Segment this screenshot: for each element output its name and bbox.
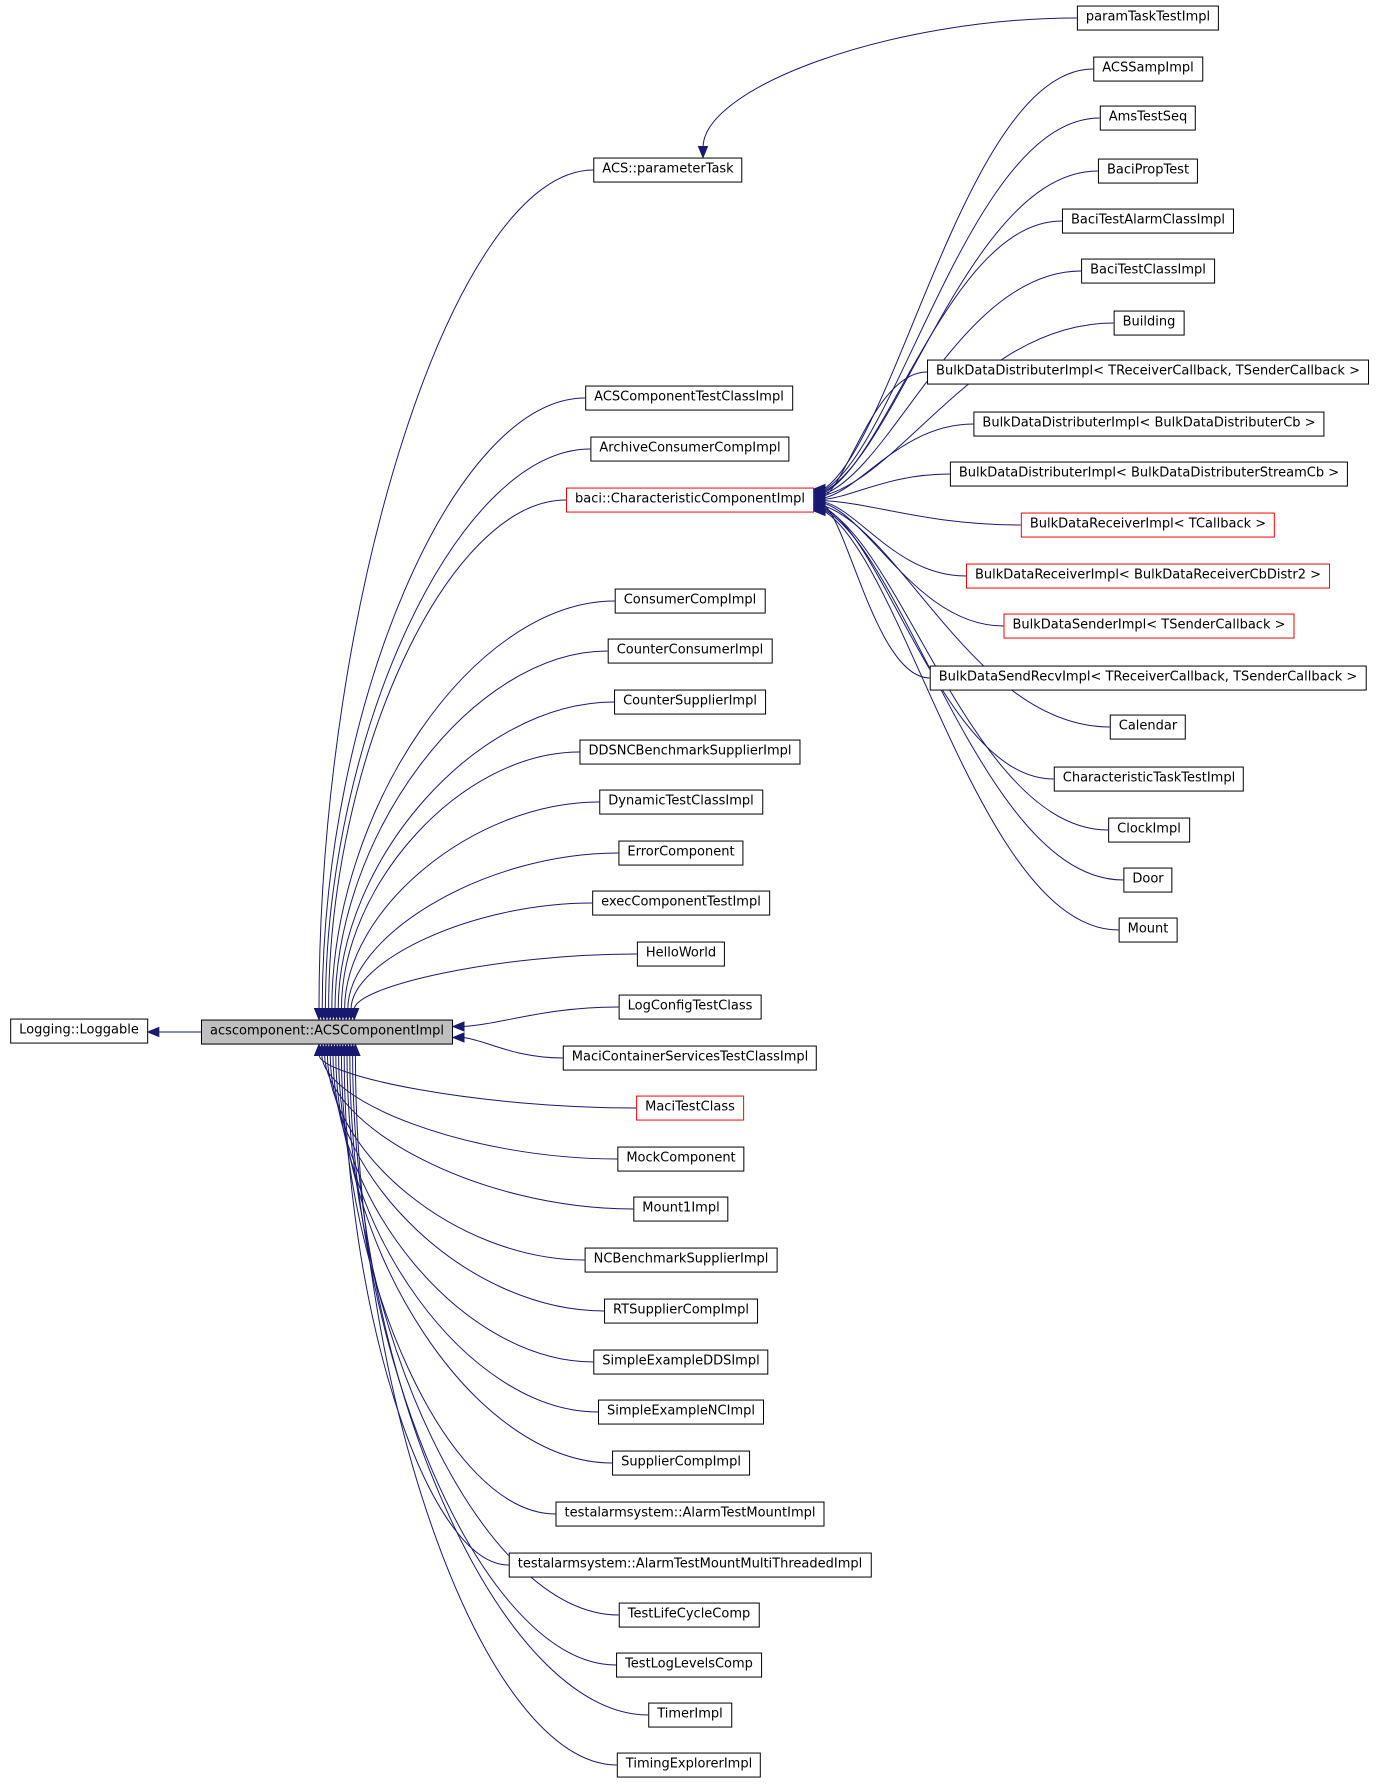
node-archiveconsumercompimpl[interactable]: ArchiveConsumerCompImpl xyxy=(590,436,790,462)
node-timingexplorerimpl[interactable]: TimingExplorerImpl xyxy=(616,1752,762,1778)
node-bulkdatasenderimpl_t[interactable]: BulkDataSenderImpl< TSenderCallback > xyxy=(1003,613,1295,639)
node-paramtasktestimpl[interactable]: paramTaskTestImpl xyxy=(1076,5,1220,31)
edge-simpleexampleddsimpl-to-acscomponentimpl xyxy=(332,1054,594,1363)
edge-acssampimpl-to-characteristiccomponentimpl xyxy=(823,68,1094,490)
arrowhead-timingexplorerimpl-to-acscomponentimpl xyxy=(350,1043,361,1056)
arrowhead-helloworld-to-acscomponentimpl xyxy=(348,1008,360,1021)
edge-testlifecyclecomp-to-acscomponentimpl xyxy=(346,1054,619,1616)
edge-acscomponenttestclassimpl-to-acscomponentimpl xyxy=(321,397,586,1010)
node-bulkdatasendrecvimpl[interactable]: BulkDataSendRecvImpl< TReceiverCallback,… xyxy=(929,665,1367,691)
node-door[interactable]: Door xyxy=(1123,867,1173,893)
node-errorcomponent[interactable]: ErrorComponent xyxy=(618,840,744,866)
node-acssampimpl[interactable]: ACSSampImpl xyxy=(1093,56,1203,82)
edge-amstestseq-to-characteristiccomponentimpl xyxy=(823,117,1100,491)
node-macicontainerservicestestclassimpl[interactable]: MaciContainerServicesTestClassImpl xyxy=(562,1045,818,1071)
node-timerimpl[interactable]: TimerImpl xyxy=(648,1702,732,1728)
arrowhead-acscomponentimpl-to-loggable xyxy=(146,1026,160,1038)
node-bulkdatareceiverimpl_t[interactable]: BulkDataReceiverImpl< TCallback > xyxy=(1020,512,1276,538)
edge-countersupplierimpl-to-acscomponentimpl xyxy=(337,701,615,1010)
edge-timingexplorerimpl-to-acscomponentimpl xyxy=(354,1054,617,1766)
edge-consumercompimpl-to-acscomponentimpl xyxy=(331,600,615,1010)
node-alarmtestmountmultithreadedimpl[interactable]: testalarmsystem::AlarmTestMountMultiThre… xyxy=(508,1552,872,1578)
edge-bulkdatareceiverimpl_t-to-characteristiccomponentimpl xyxy=(823,500,1021,526)
node-bulkdatareceiverimpl_cbdistr2[interactable]: BulkDataReceiverImpl< BulkDataReceiverCb… xyxy=(965,563,1331,589)
edge-bacitestalarmclassimpl-to-characteristiccomponentimpl xyxy=(823,220,1062,494)
edge-calendar-to-characteristiccomponentimpl xyxy=(823,505,1110,728)
node-parametertask[interactable]: ACS::parameterTask xyxy=(593,157,743,183)
edge-timerimpl-to-acscomponentimpl xyxy=(352,1054,649,1716)
node-countersupplierimpl[interactable]: CounterSupplierImpl xyxy=(614,689,766,715)
node-amstestseq[interactable]: AmsTestSeq xyxy=(1099,105,1197,131)
node-mount[interactable]: Mount xyxy=(1118,917,1178,943)
edge-baciproptest-to-characteristiccomponentimpl xyxy=(823,170,1098,492)
edge-macicontainerservicestestclassimpl-to-acscomponentimpl xyxy=(462,1037,563,1059)
node-bulkdatadistributerimpl_t[interactable]: BulkDataDistributerImpl< TReceiverCallba… xyxy=(927,359,1369,385)
node-suppliercompimpl[interactable]: SupplierCompImpl xyxy=(612,1450,750,1476)
node-bacitestclassimpl[interactable]: BaciTestClassImpl xyxy=(1081,258,1215,284)
edge-ddsncbenchmarksupplierimpl-to-acscomponentimpl xyxy=(340,751,580,1010)
node-loggable[interactable]: Logging::Loggable xyxy=(10,1018,148,1044)
arrowhead-paramtasktestimpl-to-parametertask xyxy=(697,146,709,159)
node-execcomponenttestimpl[interactable]: execComponentTestImpl xyxy=(592,890,770,916)
node-simpleexampleddsimpl[interactable]: SimpleExampleDDSImpl xyxy=(593,1349,769,1375)
edge-simpleexamplencimpl-to-acscomponentimpl xyxy=(335,1054,599,1413)
node-bulkdatadistributerimpl_cb[interactable]: BulkDataDistributerImpl< BulkDataDistrib… xyxy=(973,411,1325,437)
node-acscomponentimpl: acscomponent::ACSComponentImpl xyxy=(200,1019,454,1045)
arrowhead-logconfigtestclass-to-acscomponentimpl xyxy=(451,1021,465,1032)
edge-characteristiccomponentimpl-to-acscomponentimpl xyxy=(328,499,567,1010)
edge-bulkdatadistributerimpl_streamcb-to-characteristiccomponentimpl xyxy=(823,473,950,500)
edge-suppliercompimpl-to-acscomponentimpl xyxy=(338,1054,613,1464)
node-acscomponenttestclassimpl[interactable]: ACSComponentTestClassImpl xyxy=(585,385,793,411)
edge-parametertask-to-acscomponentimpl xyxy=(318,169,594,1010)
edge-testloglevelscomp-to-acscomponentimpl xyxy=(349,1054,617,1666)
edge-archiveconsumercompimpl-to-acscomponentimpl xyxy=(324,448,591,1010)
edge-mount-to-characteristiccomponentimpl xyxy=(823,510,1119,931)
node-testloglevelscomp[interactable]: TestLogLevelsComp xyxy=(616,1652,762,1678)
edge-execcomponenttestimpl-to-acscomponentimpl xyxy=(350,902,593,1010)
edge-logconfigtestclass-to-acscomponentimpl xyxy=(462,1006,619,1027)
node-clockimpl[interactable]: ClockImpl xyxy=(1108,817,1190,843)
arrowhead-macicontainerservicestestclassimpl-to-acscomponentimpl xyxy=(451,1032,465,1043)
edge-door-to-characteristiccomponentimpl xyxy=(823,509,1124,881)
node-characteristictasktestimpl[interactable]: CharacteristicTaskTestImpl xyxy=(1053,766,1245,792)
node-building[interactable]: Building xyxy=(1113,310,1185,336)
edge-bulkdatareceiverimpl_cbdistr2-to-characteristiccomponentimpl xyxy=(823,501,966,577)
node-baciproptest[interactable]: BaciPropTest xyxy=(1097,158,1199,184)
node-ddsncbenchmarksupplierimpl[interactable]: DDSNCBenchmarkSupplierImpl xyxy=(579,739,801,765)
node-ncbenchmarksupplierimpl[interactable]: NCBenchmarkSupplierImpl xyxy=(584,1247,778,1273)
node-rtsuppliercompimpl[interactable]: RTSupplierCompImpl xyxy=(604,1298,758,1324)
edge-paramtasktestimpl-to-parametertask xyxy=(702,17,1077,148)
edge-errorcomponent-to-acscomponentimpl xyxy=(347,852,619,1010)
edge-bulkdatadistributerimpl_t-to-characteristiccomponentimpl xyxy=(823,371,928,498)
edge-macitestclass-to-acscomponentimpl xyxy=(318,1054,637,1109)
node-calendar[interactable]: Calendar xyxy=(1109,714,1187,740)
node-consumercompimpl[interactable]: ConsumerCompImpl xyxy=(614,588,766,614)
node-simpleexamplencimpl[interactable]: SimpleExampleNCImpl xyxy=(598,1399,764,1425)
node-helloworld[interactable]: HelloWorld xyxy=(636,941,726,967)
node-mockcomponent[interactable]: MockComponent xyxy=(617,1146,745,1172)
node-bulkdatadistributerimpl_streamcb[interactable]: BulkDataDistributerImpl< BulkDataDistrib… xyxy=(949,461,1349,487)
node-logconfigtestclass[interactable]: LogConfigTestClass xyxy=(618,994,762,1020)
edge-bulkdatasendrecvimpl-to-characteristiccomponentimpl xyxy=(823,504,930,679)
node-macitestclass[interactable]: MaciTestClass xyxy=(636,1095,744,1121)
edge-mount1impl-to-acscomponentimpl xyxy=(324,1054,634,1210)
edge-bulkdatadistributerimpl_cb-to-characteristiccomponentimpl xyxy=(823,423,974,499)
node-dynamictestclassimpl[interactable]: DynamicTestClassImpl xyxy=(599,789,763,815)
node-alarmtestmountimpl[interactable]: testalarmsystem::AlarmTestMountImpl xyxy=(555,1501,825,1527)
edge-dynamictestclassimpl-to-acscomponentimpl xyxy=(344,801,600,1010)
arrowhead-mount-to-characteristiccomponentimpl xyxy=(812,505,826,517)
node-counterconsumerimpl[interactable]: CounterConsumerImpl xyxy=(607,638,773,664)
node-bacitestalarmclassimpl[interactable]: BaciTestAlarmClassImpl xyxy=(1061,208,1235,234)
edge-helloworld-to-acscomponentimpl xyxy=(353,953,637,1010)
node-characteristiccomponentimpl[interactable]: baci::CharacteristicComponentImpl xyxy=(566,487,814,513)
node-testlifecyclecomp[interactable]: TestLifeCycleComp xyxy=(618,1602,760,1628)
edge-characteristictasktestimpl-to-characteristiccomponentimpl xyxy=(823,506,1054,780)
node-mount1impl[interactable]: Mount1Impl xyxy=(633,1196,729,1222)
edge-counterconsumerimpl-to-acscomponentimpl xyxy=(334,650,608,1010)
